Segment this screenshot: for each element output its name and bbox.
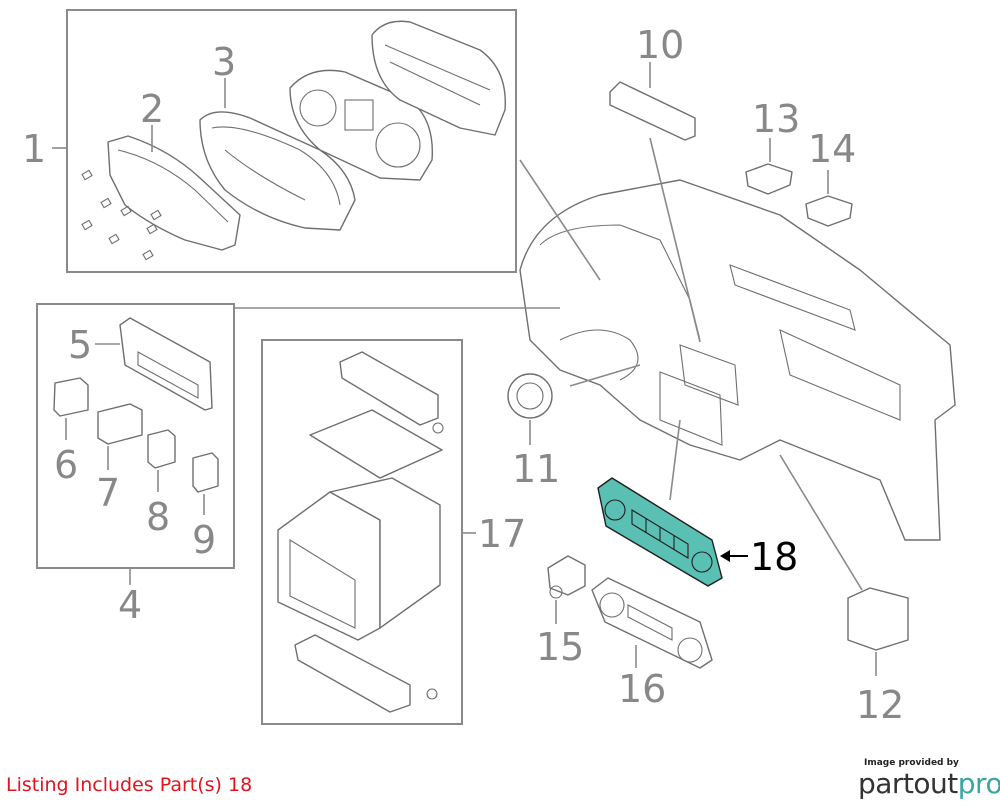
screws [426,422,444,700]
cluster-rear-board [371,20,506,136]
arrow-18 [720,550,730,562]
head-unit-cover-plate [309,409,443,479]
part-6-switch[interactable] [53,377,89,417]
callout-7[interactable]: 7 [96,471,120,515]
group-box-switches [36,303,235,569]
logo-prefix: partout [858,767,958,800]
part-13-cap[interactable] [745,163,793,195]
callout-3[interactable]: 3 [212,40,236,84]
callout-16[interactable]: 16 [618,667,666,711]
callout-13[interactable]: 13 [752,97,800,141]
dashboard-outline [519,179,956,541]
logo-suffix: pro [957,767,1000,800]
listing-includes-text: Listing Includes Part(s) 18 [6,774,253,796]
part-9-switch[interactable] [192,452,219,493]
callout-8[interactable]: 8 [146,495,170,539]
part-5-switch-panel[interactable] [119,317,213,411]
head-unit-display [277,477,441,641]
part-12-module[interactable] [847,587,909,651]
callout-1[interactable]: 1 [22,127,46,171]
callout-12[interactable]: 12 [856,683,904,727]
partoutpro-logo[interactable]: partoutpro [858,767,1000,800]
callout-5[interactable]: 5 [68,323,92,367]
part-7-switch[interactable] [97,403,143,445]
callout-14[interactable]: 14 [808,127,856,171]
part-14-cap[interactable] [805,195,853,227]
small-clip-marks [81,169,162,261]
part-8-switch[interactable] [147,429,176,469]
part-18-climate-control-panel[interactable] [597,477,723,587]
part-15-sensor[interactable] [547,555,586,599]
callout-6[interactable]: 6 [54,443,78,487]
part-11-ignition-switch[interactable] [507,373,553,419]
callout-2[interactable]: 2 [140,87,164,131]
part-10-vent[interactable] [609,81,696,141]
callout-4[interactable]: 4 [118,583,142,627]
part-3-cluster-housing[interactable] [199,111,356,231]
callout-9[interactable]: 9 [192,518,216,562]
callout-10[interactable]: 10 [636,23,684,67]
group-box-head-unit [261,339,463,725]
callout-18[interactable]: 18 [750,535,798,579]
callout-11[interactable]: 11 [512,447,560,491]
callout-15[interactable]: 15 [536,625,584,669]
head-unit-bracket-top [339,351,439,426]
image-provided-by-caption: Image provided by [864,758,959,768]
part-16-climate-control[interactable] [591,577,713,669]
dashboard-leader-lines [235,137,863,591]
head-unit-bracket-bottom [294,634,411,713]
callout-17[interactable]: 17 [478,512,526,556]
group-box-cluster [66,9,517,273]
